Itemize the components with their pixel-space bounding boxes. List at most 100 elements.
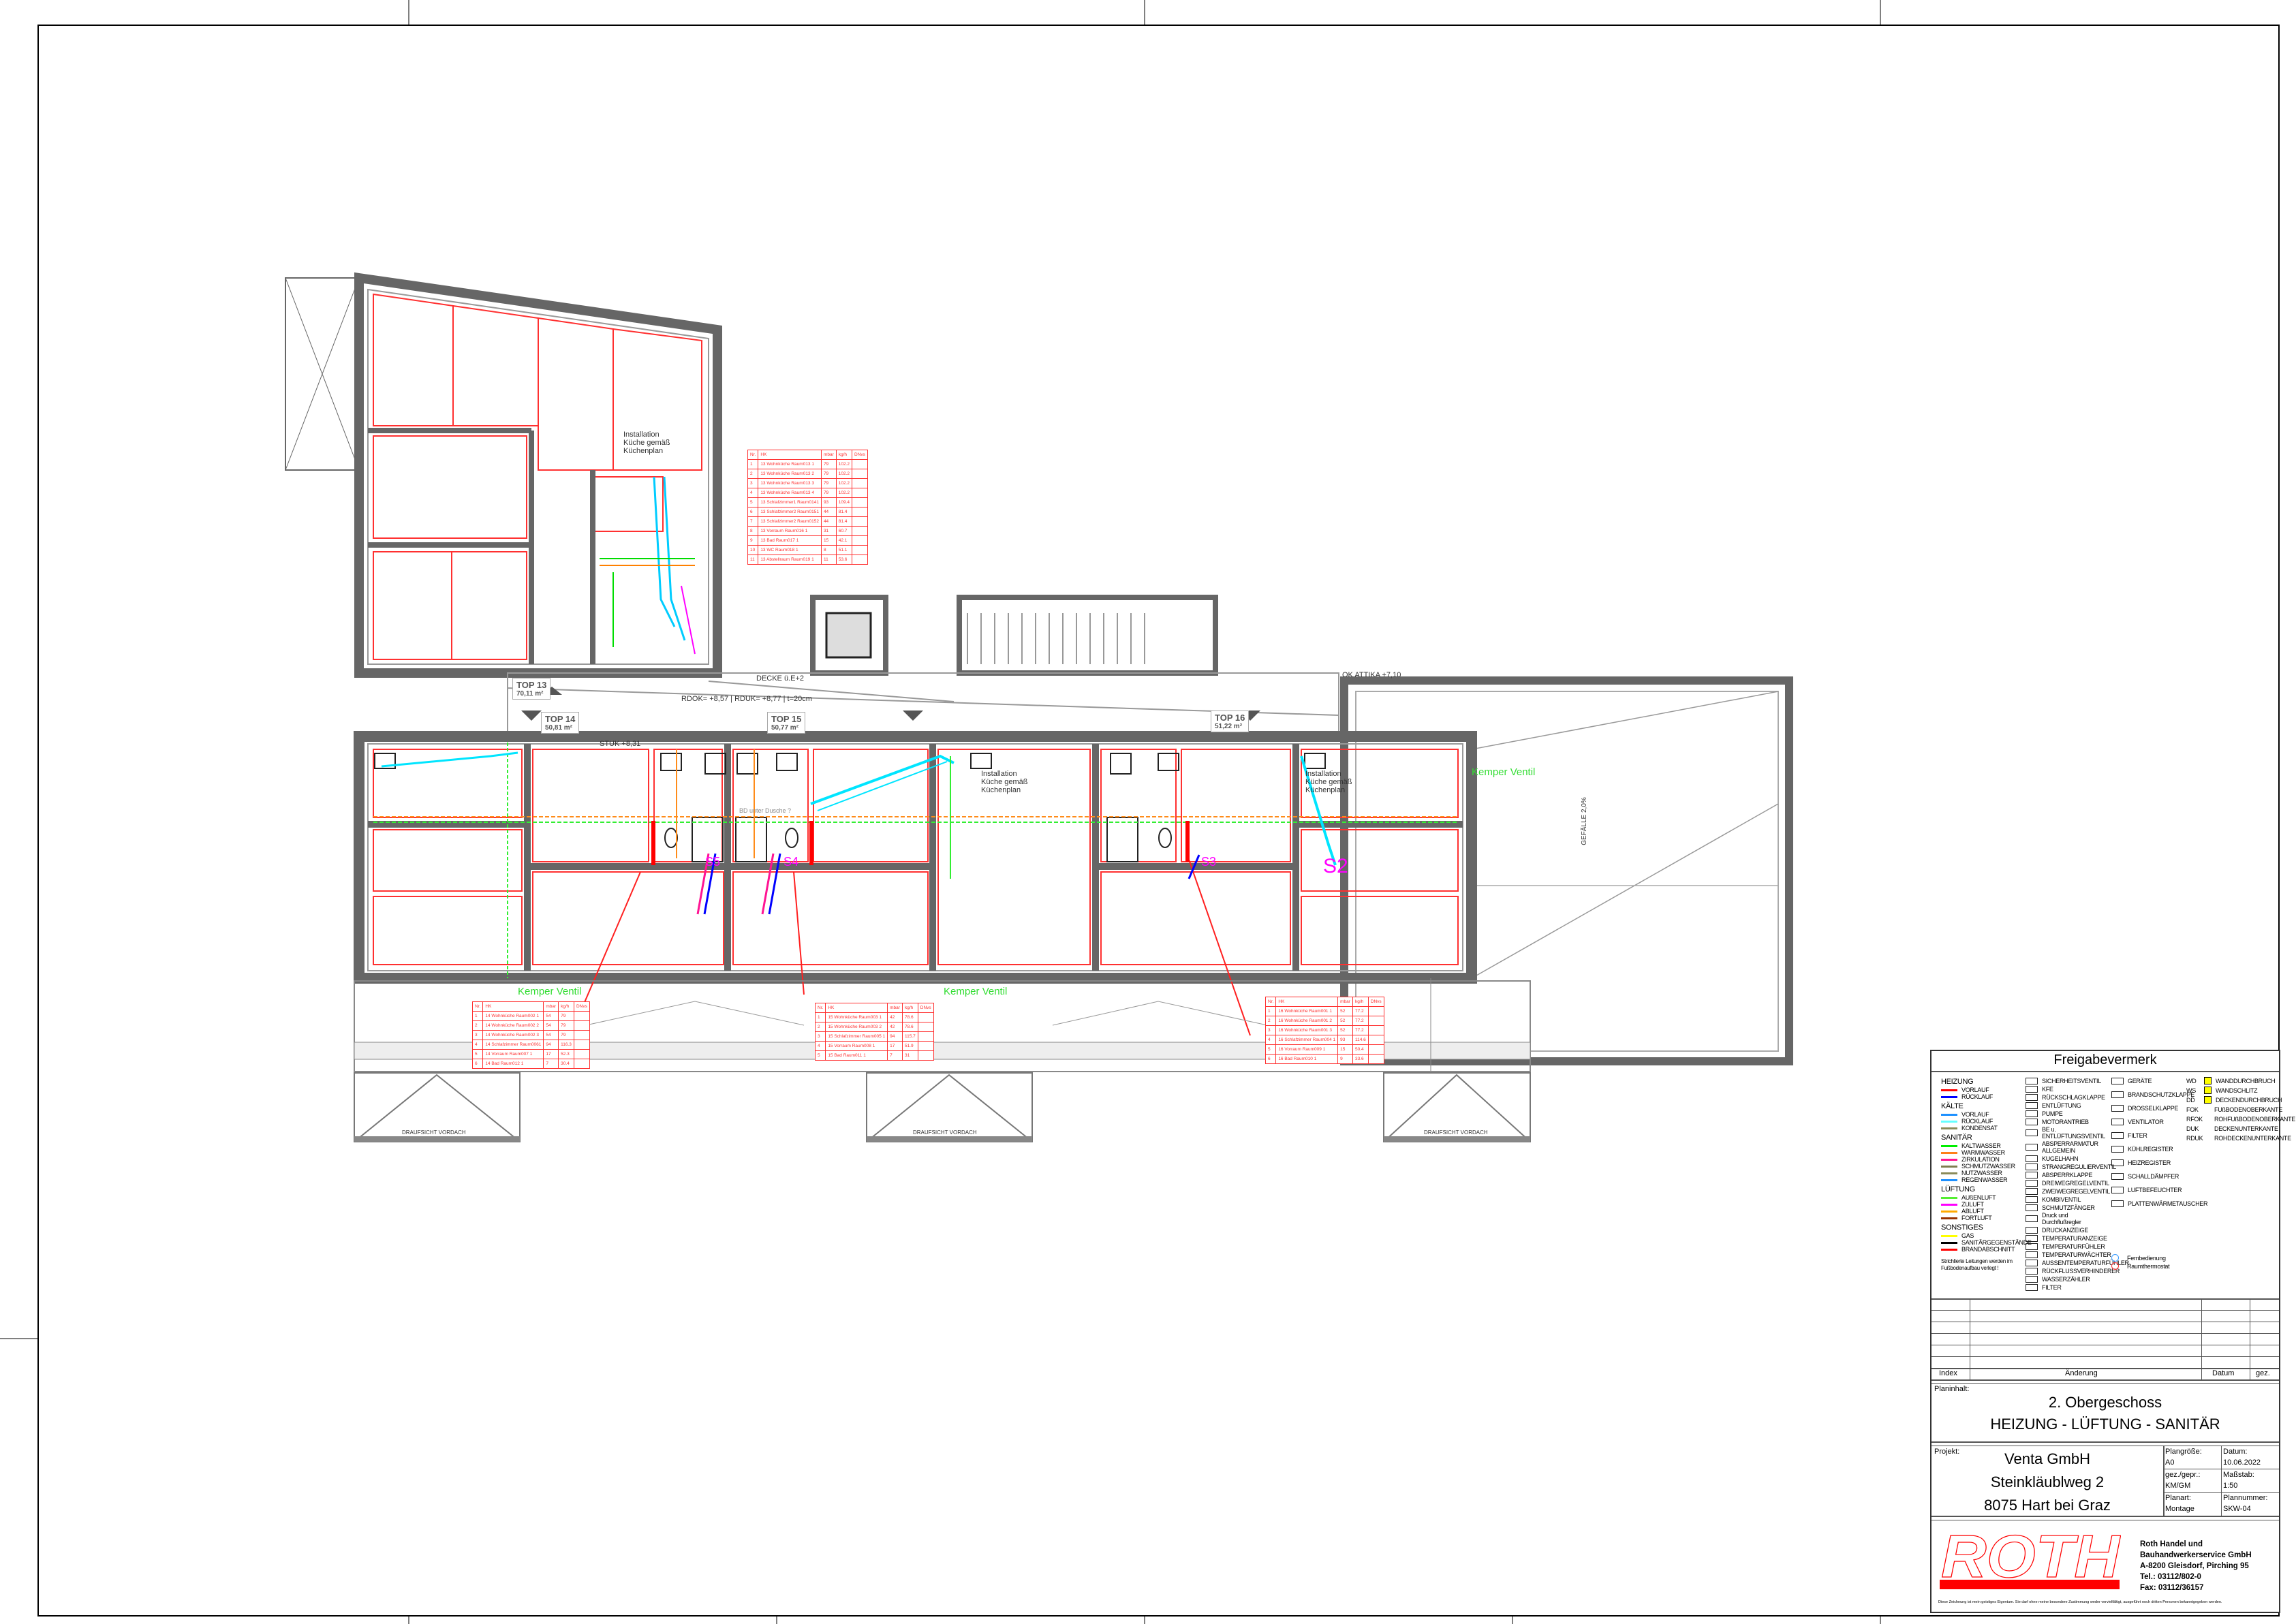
canopy-note-1: DRAUFSICHT VORDACH xyxy=(402,1129,466,1136)
legend-symbol-label: TEMPERATURWÄCHTER xyxy=(2042,1251,2111,1258)
legend-line-swatch xyxy=(1941,1178,1957,1181)
legend-line-swatch xyxy=(1941,1127,1957,1129)
kemper-note-top16: Kemper Ventil xyxy=(1472,766,1536,778)
hk-cell: 15 Vorraum Raum008 1 xyxy=(825,1041,888,1051)
legend-symbol-icon xyxy=(2026,1196,2038,1203)
field-scale-label: Maßstab: xyxy=(2223,1471,2254,1479)
roof-terrace xyxy=(1340,676,1793,1065)
hk-cell: 114.6 xyxy=(1352,1035,1369,1045)
hk-header-cell: Nr. xyxy=(471,1001,484,1012)
hk-cell: 78.6 xyxy=(901,1012,918,1022)
hk-cell: 44 xyxy=(820,507,837,517)
hk-cell: 13 Bad Raum017 1 xyxy=(758,535,822,546)
kemper-note-top15: Kemper Ventil xyxy=(944,986,1008,997)
legend-symbol-icon xyxy=(2026,1163,2038,1170)
legend-line-label: ZIRKULATION xyxy=(1961,1156,2000,1163)
hk-cell: 54 xyxy=(543,1011,559,1021)
legend-symbol-label: RÜCKSCHLAGKLAPPE xyxy=(2042,1093,2105,1101)
legend-symbol-label: KÜHLREGISTER xyxy=(2128,1145,2173,1153)
legend-symbol-label: HEIZREGISTER xyxy=(2128,1159,2171,1166)
legend-line-label: FORTLUFT xyxy=(1961,1215,1992,1221)
hk-header-cell: HK xyxy=(1275,997,1339,1007)
hk-cell: 16 Wohnküche Raum001 3 xyxy=(1275,1025,1339,1035)
legend-symbol-label: TEMPERATURANZEIGE xyxy=(2042,1234,2107,1242)
legend-symbol-icon xyxy=(2026,1187,2038,1195)
field-plannumber: Plannummer:SKW-04 xyxy=(2223,1493,2267,1514)
legend-symbol-label: Fernbedienung xyxy=(2127,1254,2166,1262)
hk-cell: 52 xyxy=(1337,1016,1353,1026)
legend-line-swatch xyxy=(1941,1210,1957,1213)
field-scale-value: 1:50 xyxy=(2223,1482,2238,1490)
sanitary-fixtures xyxy=(374,753,1326,862)
shaft-s2-label: S2 xyxy=(1323,855,1348,877)
hk-cell xyxy=(573,1020,590,1031)
hk-cell: 16 Schlafzimmer Raum004 1 xyxy=(1275,1035,1339,1045)
hk-cell: 94 xyxy=(887,1031,903,1042)
company-tel: Tel.: 03112/802-0 xyxy=(2140,1573,2201,1581)
legend-abbreviation-code: RDUK xyxy=(2186,1134,2203,1142)
field-scale: Maßstab: 1:50 xyxy=(2223,1469,2254,1491)
hk-cell: 102.2 xyxy=(835,488,853,498)
legend-footnote: Strichlierte Leitungen werden im Fußbode… xyxy=(1941,1258,2013,1271)
legend-symbol-icon xyxy=(2026,1144,2038,1151)
field-date-label: Datum: xyxy=(2223,1448,2248,1456)
hk-cell: 52 xyxy=(1337,1006,1353,1016)
hk-cell: 7 xyxy=(887,1050,903,1061)
legend-line-item: RÜCKLAUF xyxy=(1941,1118,2021,1125)
field-drawn: gez./gepr.:KM/GM xyxy=(2165,1469,2200,1491)
hk-cell: 79 xyxy=(820,488,837,498)
legend-symbol-label: AUSSENTEMPERATURFÜHLER xyxy=(2042,1259,2129,1266)
legend-line-label: VORLAUF xyxy=(1961,1087,1989,1093)
hk-header-cell: HK xyxy=(825,1003,888,1013)
legend-abbreviation-icon xyxy=(2204,1125,2210,1131)
stuk-note: STUK +8,31 xyxy=(600,740,641,748)
hk-header-cell: DNvs xyxy=(917,1003,934,1013)
hk-cell: 79 xyxy=(558,1030,574,1040)
field-drawn-label: gez./gepr.: xyxy=(2165,1471,2201,1479)
legend-symbol-icon xyxy=(2026,1085,2038,1093)
hk-cell: 14 Wohnküche Raum002 2 xyxy=(482,1020,544,1031)
top14-area: 50,81 m² xyxy=(545,724,573,732)
legend-symbol-icon xyxy=(2026,1155,2038,1162)
legend-symbol-icon xyxy=(2111,1200,2124,1207)
hk-cell xyxy=(1367,1006,1384,1016)
plan-title-trades: HEIZUNG - LÜFTUNG - SANITÄR xyxy=(1990,1416,2220,1433)
legend-symbol-label: LUFTBEFEUCHTER xyxy=(2128,1186,2182,1193)
hk-cell: 15 Wohnküche Raum003 2 xyxy=(825,1022,888,1032)
legend-symbol-label: WASSERZÄHLER xyxy=(2042,1275,2090,1283)
legend-line-item: BRANDABSCHNITT xyxy=(1941,1246,2021,1253)
field-plantype-label: Planart: xyxy=(2165,1494,2191,1502)
legend-line-label: ZULUFT xyxy=(1961,1201,1984,1208)
legend-line-swatch xyxy=(1941,1089,1957,1091)
legend-abbreviation-code: WD xyxy=(2186,1077,2197,1084)
legend-symbol-item: STRANGREGULIERVENTIL xyxy=(2026,1163,2116,1170)
legend-symbol-item: KOMBIVENTIL xyxy=(2026,1196,2107,1203)
hk-cell: 78.6 xyxy=(901,1022,918,1032)
hk-cell: 77.2 xyxy=(1352,1016,1369,1026)
legend-symbol-item: TEMPERATURANZEIGE xyxy=(2026,1234,2107,1242)
hk-cell: 13 Wohnküche Raum013 1 xyxy=(758,459,822,469)
legend-line-label: SANITÄRGEGENSTÄNDE xyxy=(1961,1239,2032,1246)
hk-header-cell: Nr. xyxy=(747,450,759,460)
legend-symbol-icon xyxy=(2111,1172,2124,1180)
hk-cell: 16 Wohnküche Raum001 1 xyxy=(1275,1006,1339,1016)
hk-cell: 4 xyxy=(471,1040,484,1050)
hk-cell: 14 Wohnküche Raum002 3 xyxy=(482,1030,544,1040)
hk-cell: 3 xyxy=(747,478,759,488)
legend-symbol-icon xyxy=(2026,1267,2038,1275)
legend-symbol-label: TEMPERATURFÜHLER xyxy=(2042,1243,2105,1250)
hk-cell: 102.2 xyxy=(835,478,853,488)
legend-symbol-label: FILTER xyxy=(2042,1283,2062,1291)
hk-cell: 102.2 xyxy=(835,469,853,479)
legend-abbreviation-icon xyxy=(2204,1096,2212,1104)
